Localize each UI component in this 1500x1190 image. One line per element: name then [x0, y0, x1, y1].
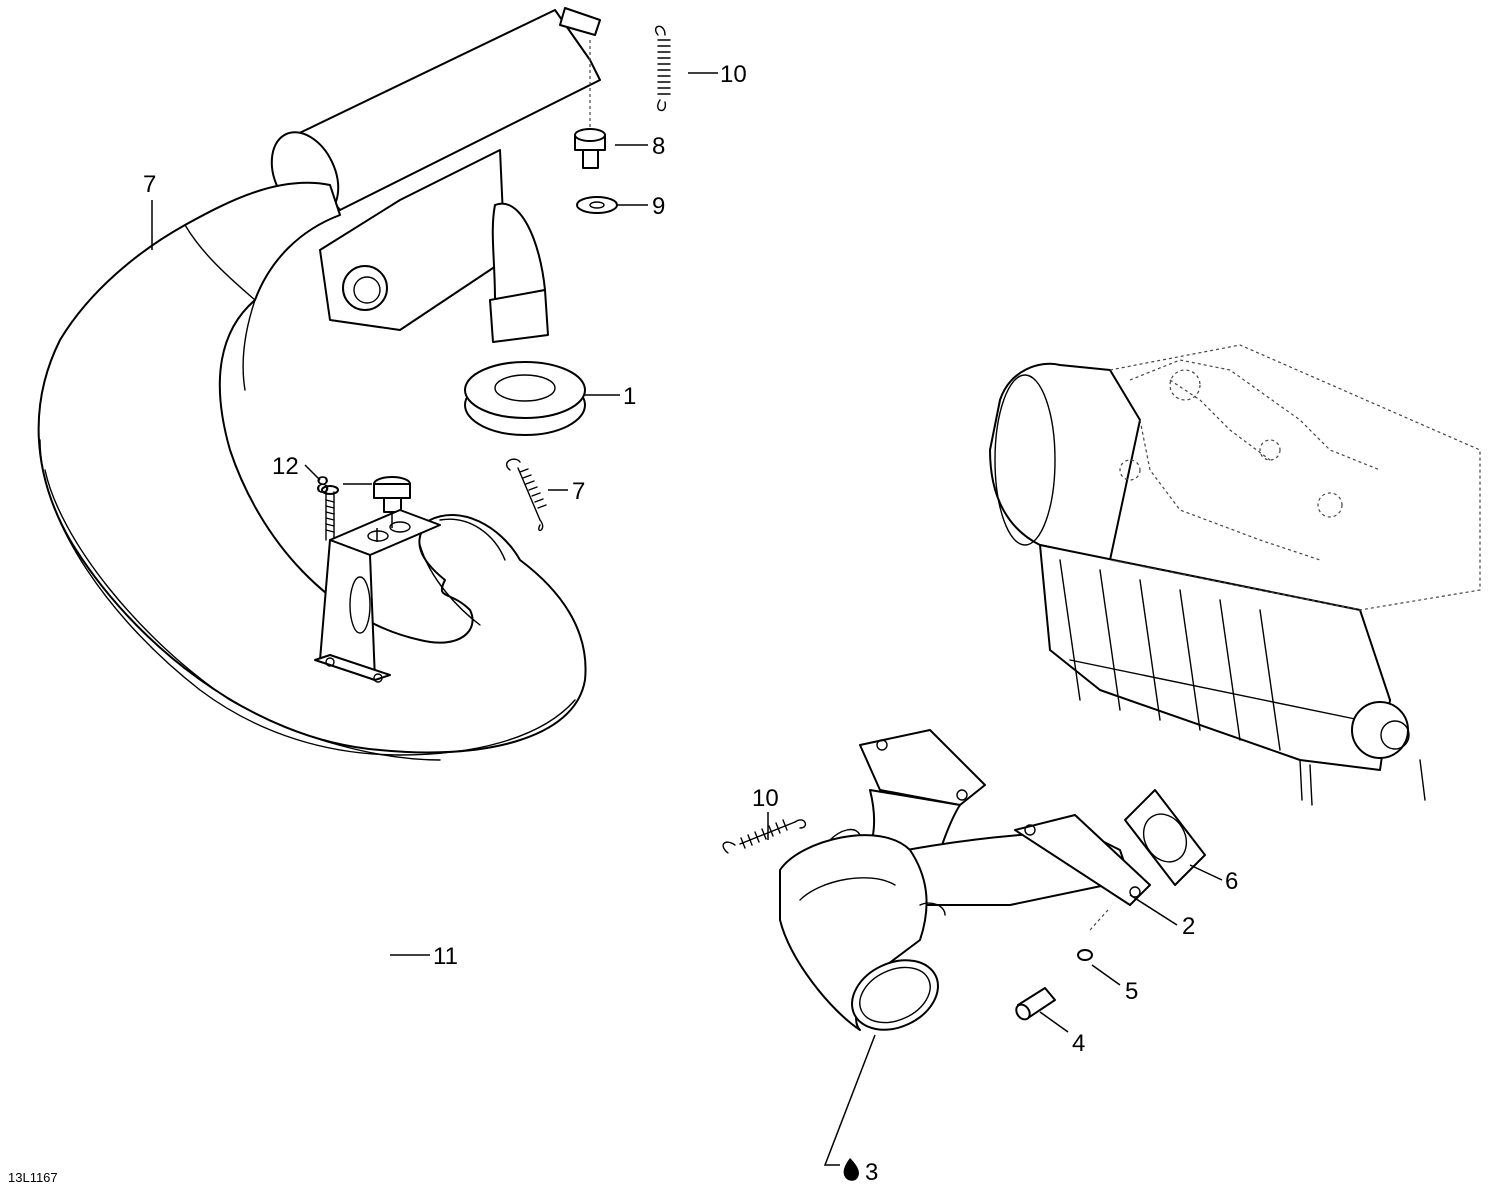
spring-part-10-top	[655, 25, 671, 112]
bracket-part-11	[314, 509, 441, 683]
spring-part-10-bottom	[722, 819, 807, 854]
bolt-part-8-top	[574, 128, 606, 169]
exhaust-manifold-part	[779, 729, 1151, 1031]
callout-4: 4	[1072, 1030, 1085, 1057]
alignment-line-2	[1089, 909, 1109, 931]
callout-10-top: 10	[720, 61, 747, 88]
callout-5: 5	[1125, 978, 1138, 1005]
callout-7-spring: 7	[572, 478, 585, 505]
callout-8-bottom: 8	[316, 472, 329, 499]
screw-part-4	[1015, 987, 1056, 1021]
callout-3: 3	[865, 1159, 878, 1186]
washer-part-5	[1077, 949, 1093, 961]
gasket-part-6	[1124, 789, 1206, 886]
washer-part-9	[576, 196, 618, 214]
callout-8-top: 8	[652, 133, 665, 160]
lubricant-drop-icon	[843, 1158, 860, 1181]
leader-lines	[151, 72, 1223, 1166]
callout-10-bottom: 10	[752, 785, 779, 812]
callout-12: 12	[272, 453, 299, 480]
diagram-code: 13L1167	[8, 1170, 58, 1185]
callout-1: 1	[623, 383, 636, 410]
callout-11: 11	[433, 943, 458, 970]
callout-2: 2	[1182, 913, 1195, 940]
callout-7-pipe: 7	[143, 171, 156, 198]
tuned-pipe-part	[37, 7, 601, 761]
callout-9: 9	[652, 193, 665, 220]
screw-part-12	[321, 485, 339, 541]
bolt-part-8-bottom	[373, 476, 411, 513]
callout-6: 6	[1225, 868, 1238, 895]
spring-part-7	[505, 458, 547, 532]
grommet-part	[464, 361, 586, 436]
engine-part	[989, 344, 1481, 806]
